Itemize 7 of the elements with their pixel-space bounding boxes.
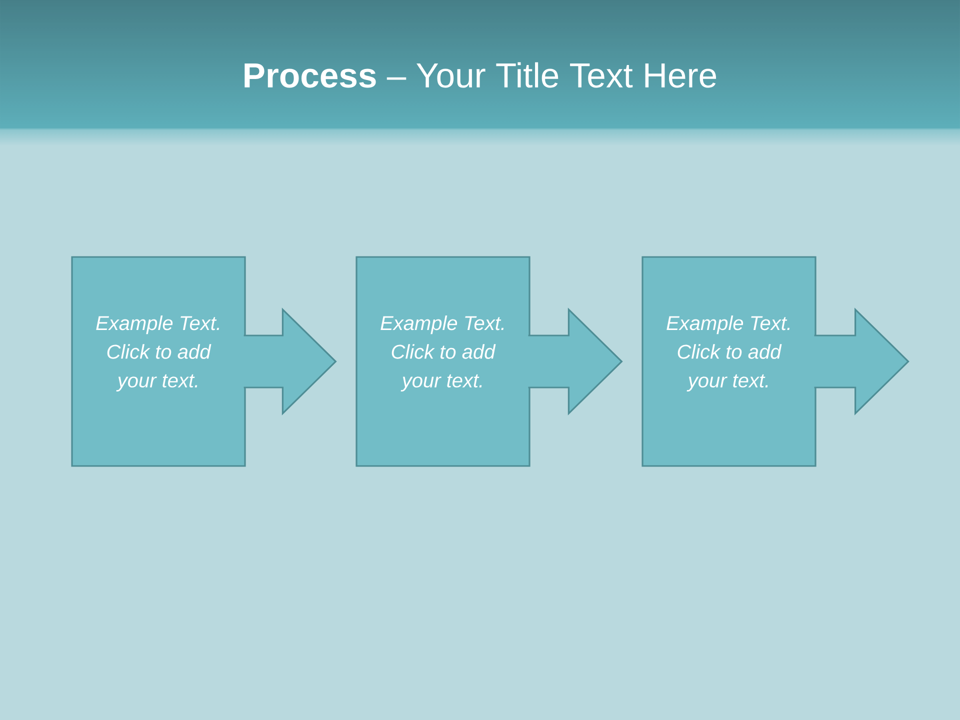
- arrow: [528, 308, 623, 416]
- process-box: Example Text. Click to add your text.: [642, 256, 816, 467]
- title: Process – Your Title Text Here: [244, 62, 716, 88]
- arrow: [814, 308, 910, 416]
- arrow: [243, 308, 337, 416]
- process-box: Example Text. Click to add your text.: [71, 256, 246, 467]
- process-box: Example Text. Click to add your text.: [356, 256, 530, 467]
